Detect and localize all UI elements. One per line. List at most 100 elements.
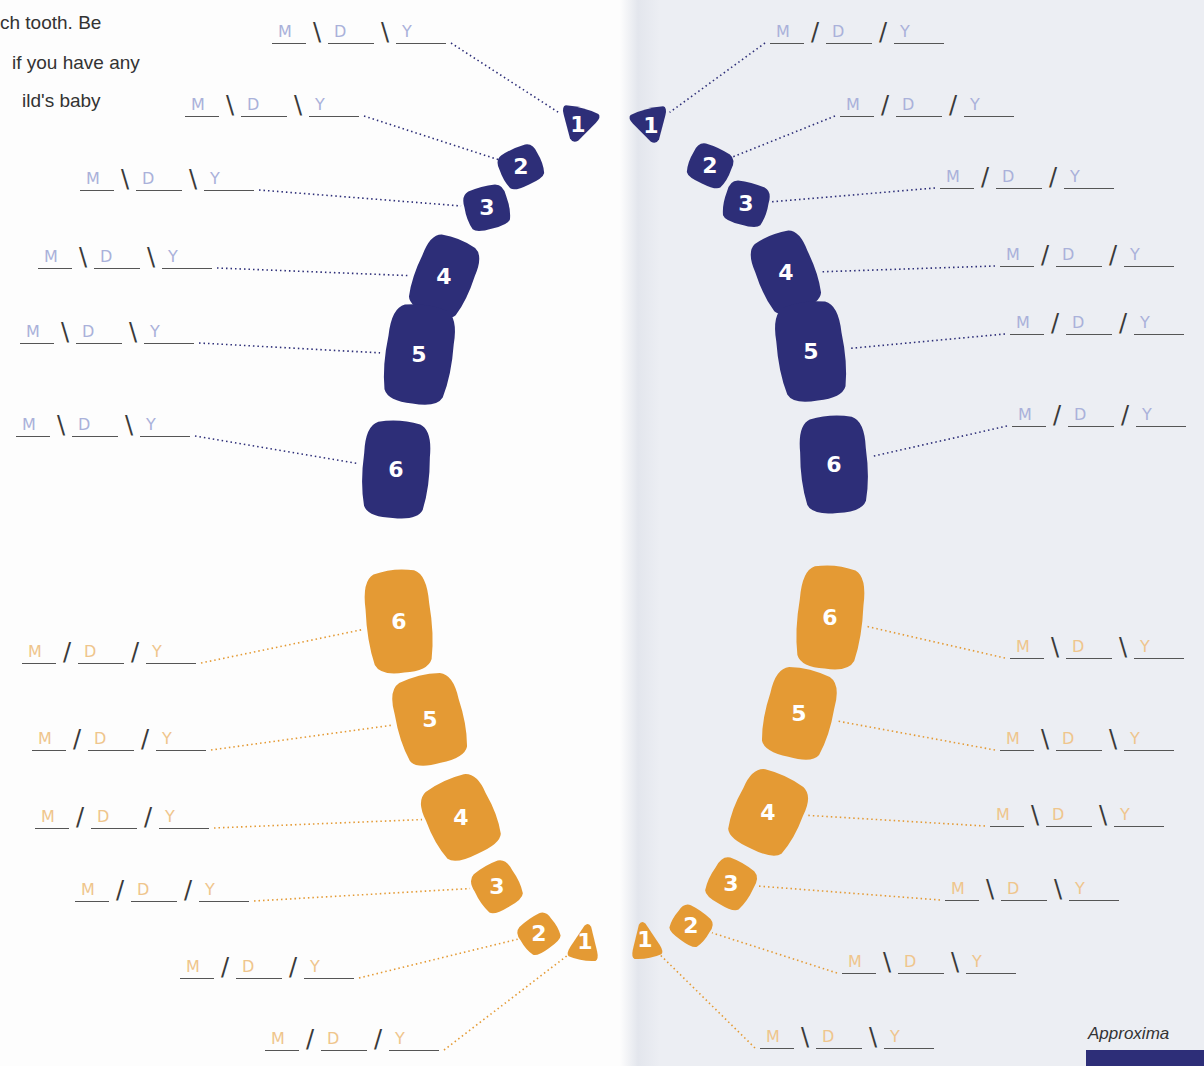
- leader-line: [254, 889, 470, 901]
- baby-tooth: 1: [630, 107, 672, 145]
- baby-tooth: 5: [395, 674, 465, 766]
- tooth-number: 4: [760, 802, 775, 824]
- tooth-number: 2: [683, 915, 698, 937]
- baby-tooth: 6: [799, 415, 869, 515]
- date-separator: /: [1034, 243, 1056, 267]
- date-separator: /: [134, 727, 156, 751]
- tooth-number: 4: [453, 807, 468, 829]
- leader-line: [670, 43, 765, 112]
- date-placeholder: M: [940, 166, 974, 189]
- baby-tooth: 6: [361, 420, 431, 520]
- tooth-number: 3: [489, 876, 504, 898]
- date-separator: /: [124, 640, 146, 664]
- leader-line: [359, 939, 518, 978]
- date-separator: \: [140, 245, 162, 269]
- date-separator: \: [1044, 635, 1066, 659]
- date-field: M\D\Y: [1010, 635, 1184, 661]
- date-field: M\D\Y: [272, 20, 446, 46]
- date-placeholder: D: [328, 21, 374, 44]
- baby-tooth: 5: [776, 301, 846, 403]
- date-placeholder: D: [816, 1026, 862, 1049]
- tooth-number: 5: [411, 344, 426, 366]
- tooth-number: 5: [422, 709, 437, 731]
- baby-tooth: 3: [474, 863, 520, 911]
- leader-line: [660, 955, 755, 1048]
- date-placeholder: Y: [1124, 728, 1174, 751]
- date-field: M\D\Y: [842, 950, 1016, 976]
- date-separator: /: [1114, 403, 1136, 427]
- leader-line: [451, 43, 559, 113]
- leader-line: [211, 725, 391, 750]
- date-field: M\D\Y: [20, 320, 194, 346]
- date-placeholder: D: [898, 951, 944, 974]
- date-placeholder: Y: [156, 728, 206, 751]
- date-placeholder: Y: [1124, 244, 1174, 267]
- date-placeholder: Y: [389, 1028, 439, 1051]
- section-text: Approxima: [1088, 1024, 1169, 1044]
- date-placeholder: Y: [884, 1026, 934, 1049]
- date-placeholder: D: [131, 879, 177, 902]
- date-separator: /: [1102, 243, 1124, 267]
- date-field: M/D/Y: [1010, 311, 1184, 337]
- date-field: M/D/Y: [840, 93, 1014, 119]
- date-separator: \: [219, 93, 241, 117]
- date-separator: /: [367, 1027, 389, 1051]
- date-separator: \: [1034, 727, 1056, 751]
- date-placeholder: D: [996, 166, 1042, 189]
- date-placeholder: D: [1046, 804, 1092, 827]
- leader-line: [217, 268, 410, 276]
- date-field: M\D\Y: [760, 1025, 934, 1051]
- date-separator: /: [282, 955, 304, 979]
- leader-line: [199, 343, 380, 353]
- date-placeholder: M: [1000, 244, 1034, 267]
- tooth-number: 6: [388, 459, 403, 481]
- baby-tooth: 4: [733, 772, 803, 854]
- date-separator: /: [109, 878, 131, 902]
- date-separator: /: [1112, 311, 1134, 335]
- date-placeholder: Y: [1064, 166, 1114, 189]
- date-placeholder: Y: [204, 168, 254, 191]
- date-placeholder: Y: [1069, 878, 1119, 901]
- date-placeholder: Y: [964, 94, 1014, 117]
- leader-line: [444, 955, 568, 1050]
- leader-line: [712, 933, 837, 973]
- date-separator: \: [114, 167, 136, 191]
- date-separator: /: [1046, 403, 1068, 427]
- baby-tooth: 2: [499, 147, 543, 187]
- date-separator: \: [122, 320, 144, 344]
- date-placeholder: M: [80, 168, 114, 191]
- date-separator: \: [374, 20, 396, 44]
- baby-tooth: 4: [426, 777, 496, 859]
- date-separator: /: [214, 955, 236, 979]
- date-separator: \: [1102, 727, 1124, 751]
- date-placeholder: D: [236, 956, 282, 979]
- date-placeholder: M: [1000, 728, 1034, 751]
- date-separator: /: [1042, 165, 1064, 189]
- date-placeholder: Y: [1136, 404, 1186, 427]
- date-placeholder: M: [945, 878, 979, 901]
- tooth-number: 3: [723, 873, 738, 895]
- date-placeholder: M: [35, 806, 69, 829]
- leader-line: [867, 626, 1005, 658]
- date-field: M/D/Y: [1000, 243, 1174, 269]
- date-separator: \: [54, 320, 76, 344]
- baby-tooth: 5: [764, 668, 834, 760]
- date-placeholder: Y: [159, 806, 209, 829]
- baby-tooth: 6: [796, 565, 864, 671]
- date-placeholder: D: [896, 94, 942, 117]
- date-placeholder: D: [72, 414, 118, 437]
- leader-line: [259, 190, 461, 206]
- date-placeholder: M: [32, 728, 66, 751]
- date-placeholder: M: [180, 956, 214, 979]
- date-placeholder: M: [185, 94, 219, 117]
- tooth-number: 3: [738, 193, 753, 215]
- date-separator: /: [874, 93, 896, 117]
- date-separator: /: [177, 878, 199, 902]
- date-placeholder: M: [1010, 636, 1044, 659]
- baby-tooth: 5: [384, 304, 454, 406]
- date-placeholder: D: [1066, 312, 1112, 335]
- date-placeholder: D: [76, 321, 122, 344]
- leader-line: [837, 721, 995, 750]
- leader-line: [195, 436, 358, 463]
- baby-tooth: 3: [464, 186, 510, 230]
